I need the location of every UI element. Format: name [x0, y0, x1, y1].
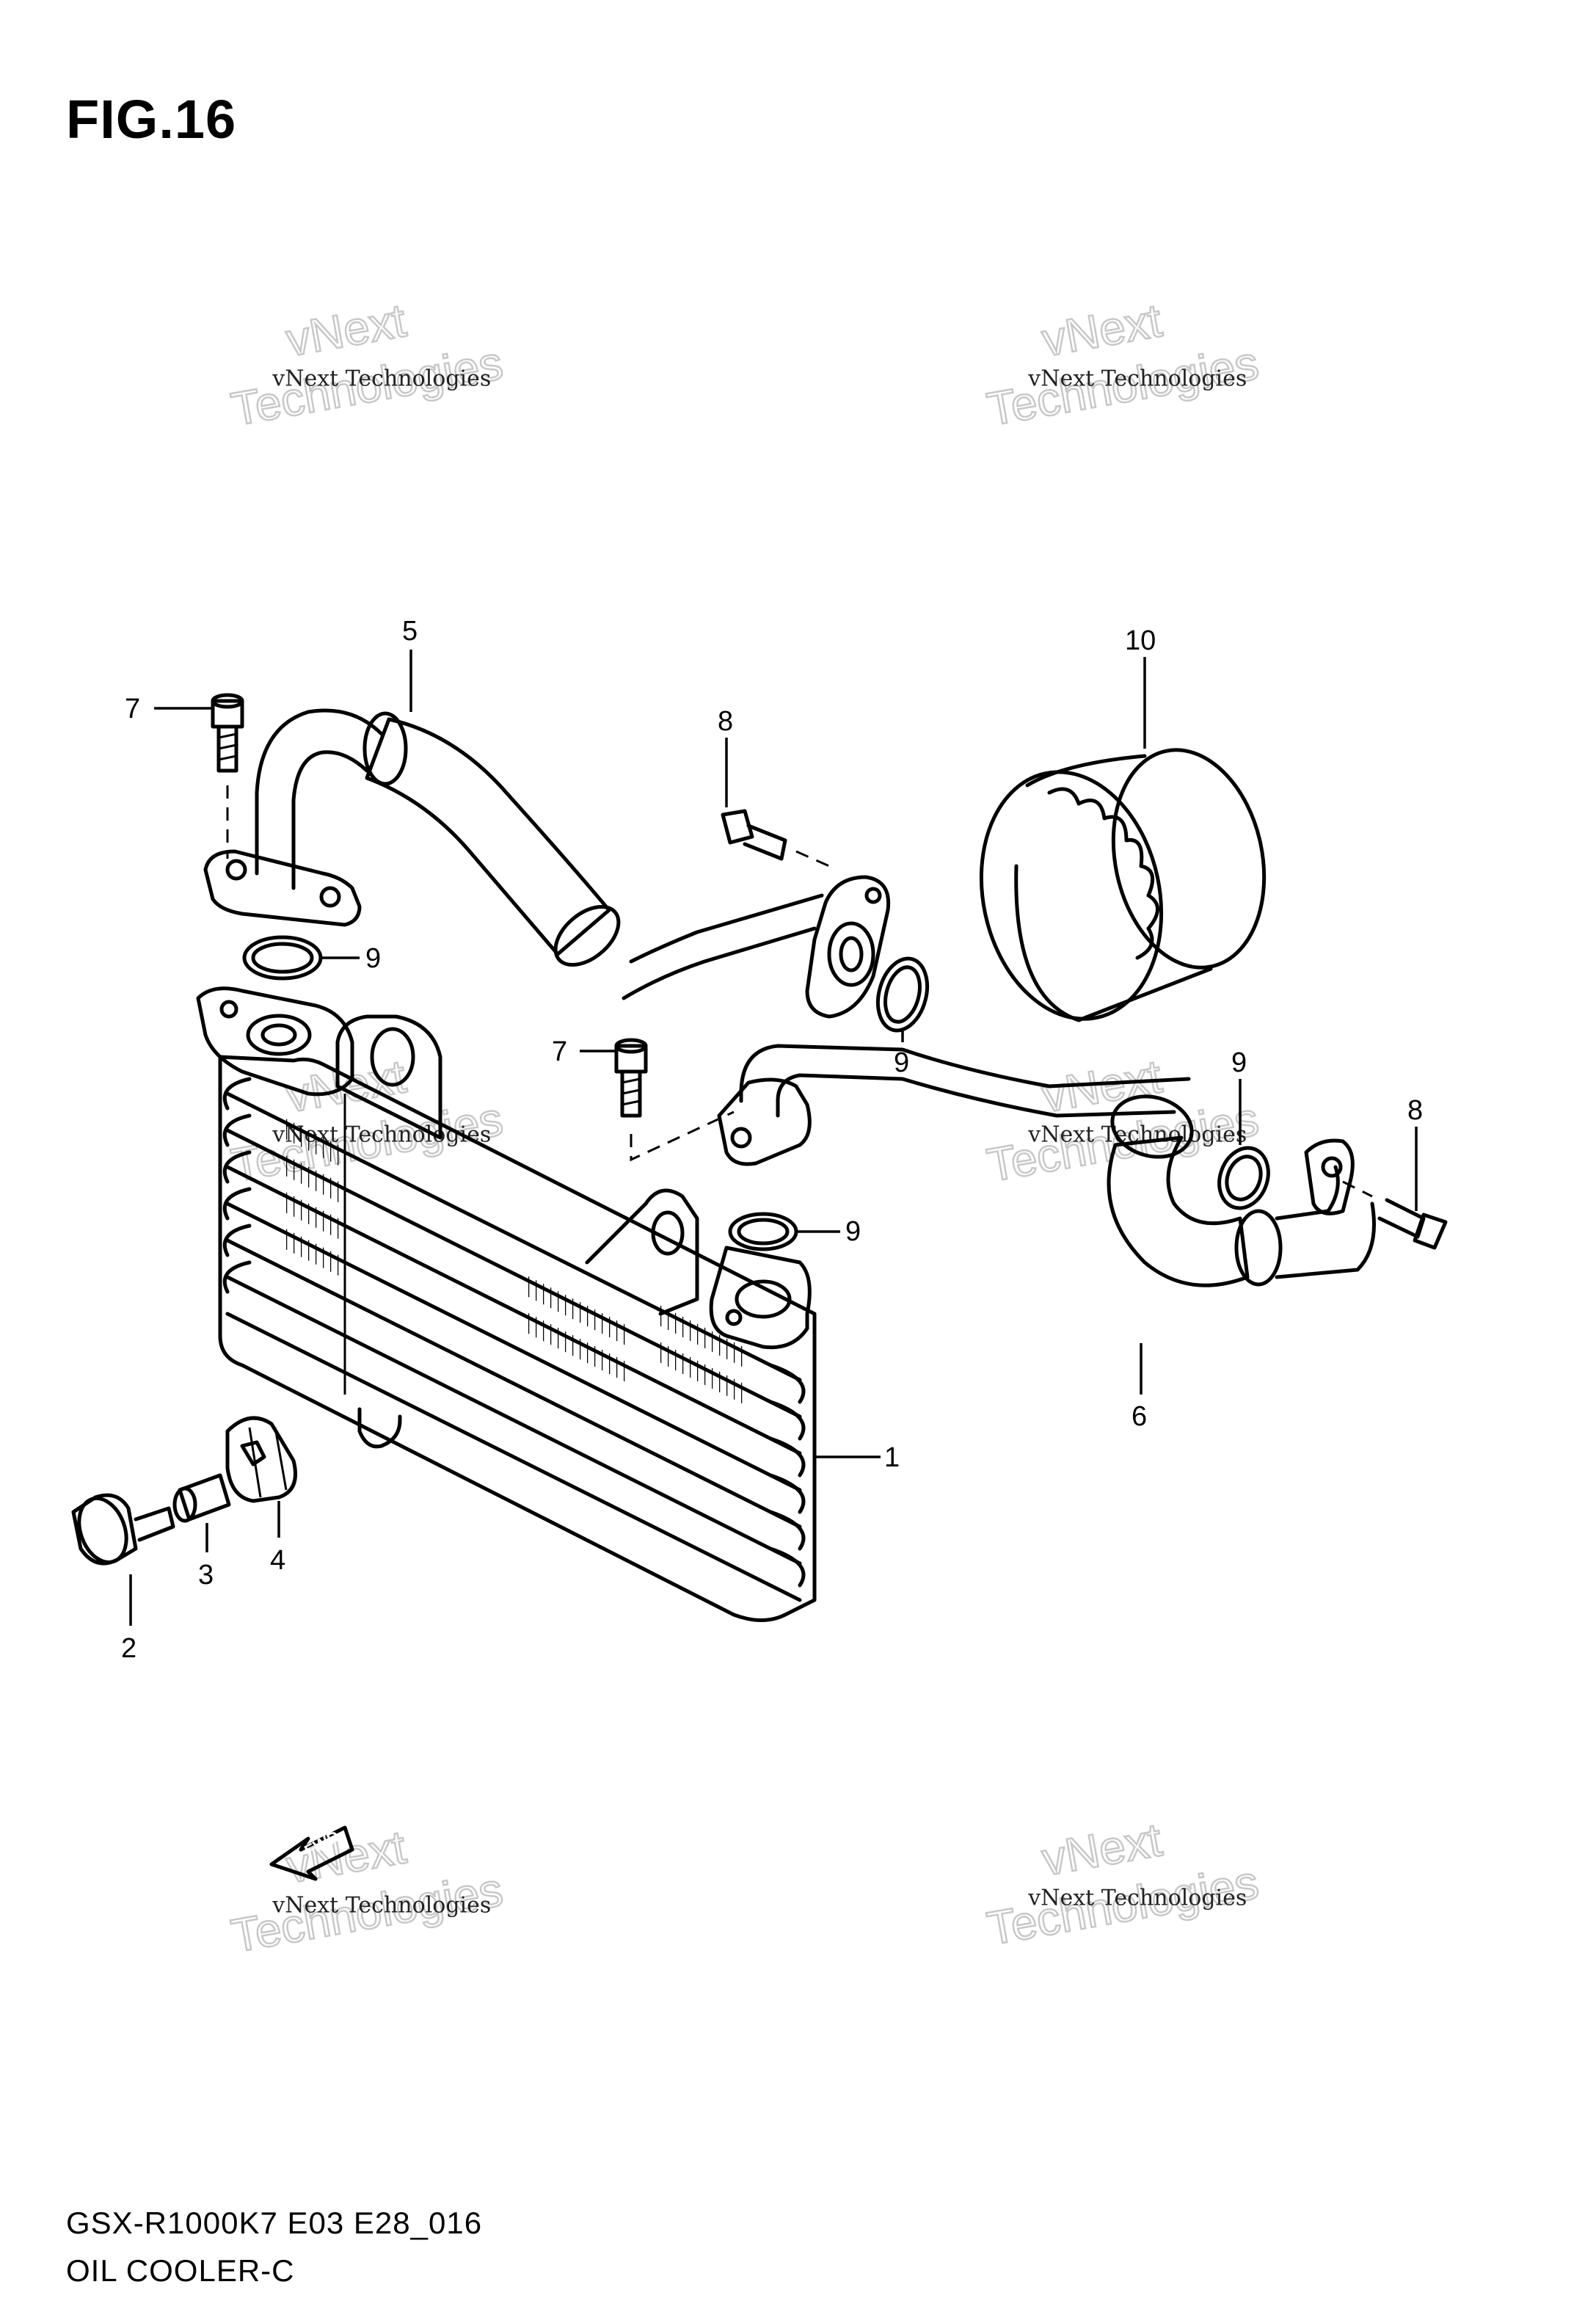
callout-9b: 9 [894, 1047, 909, 1078]
watermark: vNext Technologies vNext Technologies [227, 1820, 508, 1963]
callout-2: 2 [121, 1633, 136, 1664]
cooler-fins [283, 1116, 748, 1407]
oil-cooler-part-1 [196, 986, 817, 1622]
oil-filter-part-10 [979, 748, 1267, 1022]
watermark: vNext Technologies vNext Technologies [227, 293, 508, 437]
callout-4: 4 [270, 1545, 285, 1576]
svg-text:vNext Technologies: vNext Technologies [1027, 1885, 1247, 1911]
callout-9c: 9 [845, 1216, 861, 1247]
callout-7b: 7 [552, 1036, 567, 1067]
section-name: OIL COOLER-C [66, 2253, 295, 2288]
bolt-part-2 [71, 1493, 175, 1566]
bolt-part-8-lower [1342, 1180, 1448, 1250]
callout-1: 1 [884, 1442, 900, 1473]
callout-7a: 7 [125, 694, 140, 724]
o-ring-part-9-a [242, 935, 323, 981]
leader-lines [129, 650, 1418, 1626]
svg-text:vNext Technologies: vNext Technologies [272, 366, 491, 391]
collar-part-3 [172, 1473, 231, 1523]
callout-labels: 1 2 3 4 5 6 7 7 8 8 9 9 9 9 10 [121, 616, 1423, 1664]
o-ring-part-9-d [1217, 1146, 1270, 1210]
oil-cooler-hose-part-6 [717, 1044, 1376, 1287]
callout-8a: 8 [718, 706, 733, 737]
bolt-part-7-upper [211, 693, 244, 859]
callout-8b: 8 [1407, 1095, 1423, 1126]
watermark: vNext Technologies vNext Technologies [983, 1812, 1264, 1956]
callout-10: 10 [1125, 625, 1156, 656]
bolt-part-7-lower [614, 1038, 735, 1162]
callout-9d: 9 [1231, 1047, 1247, 1078]
watermarks: vNext Technologies vNext Technologies vN… [227, 293, 1264, 1963]
grommet-part-4 [225, 1416, 297, 1503]
callout-6: 6 [1132, 1401, 1147, 1432]
svg-text:vNext Technologies: vNext Technologies [1027, 366, 1247, 391]
model-code: GSX-R1000K7 E03 E28_016 [66, 2206, 483, 2240]
o-ring-part-9-b [875, 956, 930, 1033]
callout-3: 3 [198, 1560, 214, 1591]
watermark: vNext Technologies vNext Technologies [983, 293, 1264, 437]
svg-text:vNext Technologies: vNext Technologies [272, 1892, 491, 1918]
callout-9a: 9 [365, 943, 381, 974]
bolt-part-8-upper [721, 809, 830, 868]
callout-5: 5 [402, 616, 418, 647]
figure-title: FIG.16 [66, 89, 237, 150]
o-ring-part-9-c [728, 1212, 798, 1251]
oil-cooler-hose-part-5 [203, 708, 891, 1019]
